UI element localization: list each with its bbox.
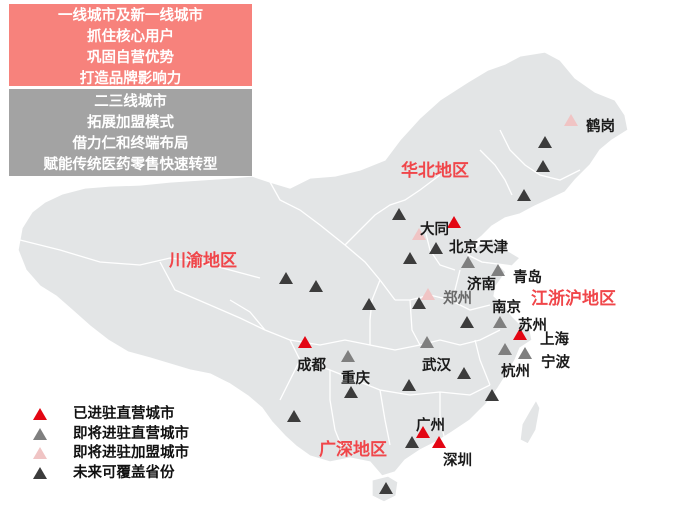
marker-upcoming-direct [461, 256, 475, 268]
marker-existing-direct [432, 436, 446, 448]
city-label-suzhou: 苏州 [518, 318, 547, 334]
city-label-nanjing: 南京 [492, 300, 521, 316]
city-label-shanghai: 上海 [540, 332, 569, 348]
tier23-line: 拓展加盟模式 [87, 115, 174, 131]
region-jiangzhehu: 江浙沪地区 [531, 289, 616, 309]
marker-existing-direct [513, 328, 527, 340]
city-label-hegang: 鹤岗 [586, 119, 615, 135]
city-label-beijing: 北京 [449, 240, 478, 256]
city-label-chengdu: 成都 [297, 358, 326, 374]
region-huabei: 华北地区 [401, 161, 469, 181]
legend-label: 即将进驻加盟城市 [73, 445, 189, 461]
marker-future-province [309, 280, 323, 292]
marker-future-province [485, 389, 499, 401]
marker-future-province [538, 136, 552, 148]
marker-future-province [405, 436, 419, 448]
city-label-qingdao: 青岛 [513, 270, 542, 286]
marker-future-province [429, 242, 443, 254]
region-guangshen: 广深地区 [319, 440, 387, 460]
marker-upcoming-franchise [564, 114, 578, 126]
city-label-tianjin: 天津 [479, 240, 508, 256]
red-triangle-icon [33, 408, 47, 420]
marker-future-province [279, 272, 293, 284]
legend-label: 即将进驻直营城市 [73, 425, 189, 442]
city-label-guangzhou: 广州 [416, 418, 445, 434]
marker-future-province [536, 160, 550, 172]
marker-upcoming-direct [498, 343, 512, 355]
tier23-line: 二三线城市 [94, 94, 167, 110]
marker-future-province [362, 298, 376, 310]
marker-existing-direct [298, 336, 312, 348]
marker-future-province [402, 379, 416, 391]
marker-future-province [403, 252, 417, 264]
city-label-ningbo: 宁波 [541, 355, 570, 371]
marker-upcoming-direct [420, 336, 434, 348]
tier1-line: 巩固自营优势 [87, 50, 174, 66]
marker-future-province [517, 189, 531, 201]
marker-upcoming-direct [341, 350, 355, 362]
city-label-jinan: 济南 [467, 277, 496, 293]
tier23-line: 借力仁和终端布局 [72, 136, 189, 152]
pink-triangle-icon [33, 447, 47, 459]
city-label-hangzhou: 杭州 [501, 364, 530, 380]
marker-upcoming-direct [493, 316, 507, 328]
marker-future-province [379, 482, 393, 494]
marker-upcoming-direct [518, 347, 532, 359]
marker-upcoming-franchise [421, 288, 435, 300]
marker-future-province [344, 386, 358, 398]
city-label-datong: 大同 [420, 222, 449, 238]
tier1-strategy-box: 一线城市及新一线城市 抓住核心用户 巩固自营优势 打造品牌影响力 [9, 4, 252, 87]
tier23-strategy-box: 二三线城市 拓展加盟模式 借力仁和终端布局 赋能传统医药零售快速转型 [9, 89, 252, 176]
legend-label: 未来可覆盖省份 [73, 464, 175, 481]
legend-label: 已进驻直营城市 [73, 406, 175, 422]
tier1-line: 一线城市及新一线城市 [58, 8, 203, 24]
dark-triangle-icon [33, 466, 47, 479]
marker-upcoming-franchise [412, 228, 426, 240]
taiwan-shape [519, 399, 541, 445]
gray-triangle-icon [33, 427, 47, 440]
marker-future-province [287, 410, 301, 422]
marker-future-province [457, 367, 471, 379]
marker-upcoming-direct [491, 264, 505, 276]
tier23-line: 赋能传统医药零售快速转型 [43, 157, 218, 173]
tier1-line: 抓住核心用户 [87, 29, 174, 45]
region-chuanyu: 川渝地区 [169, 251, 237, 271]
tier1-line: 打造品牌影响力 [79, 71, 182, 87]
city-label-shenzhen: 深圳 [443, 453, 472, 469]
marker-future-province [412, 297, 426, 309]
marker-existing-direct [447, 216, 461, 228]
marker-future-province [392, 208, 406, 220]
marker-existing-direct [416, 426, 430, 438]
city-label-zhengzhou: 郑州 [443, 291, 472, 307]
city-label-chongqing: 重庆 [341, 371, 370, 387]
city-label-wuhan: 武汉 [422, 358, 451, 374]
marker-future-province [460, 316, 474, 328]
